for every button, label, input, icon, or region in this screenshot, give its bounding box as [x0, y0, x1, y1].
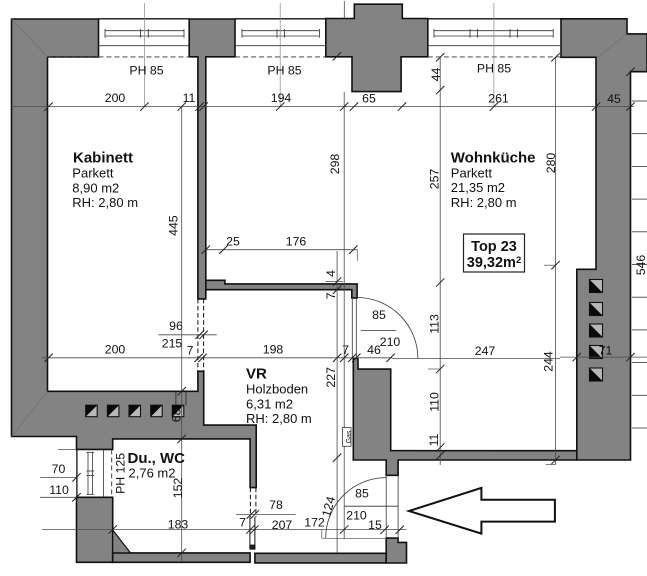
svg-text:210: 210 — [380, 335, 401, 349]
svg-text:65: 65 — [362, 91, 376, 105]
svg-text:4: 4 — [324, 270, 338, 277]
svg-text:227: 227 — [324, 367, 338, 388]
svg-text:11: 11 — [427, 433, 441, 446]
svg-text:2,76 m2: 2,76 m2 — [129, 466, 176, 481]
svg-text:172: 172 — [304, 516, 325, 530]
svg-text:244: 244 — [541, 351, 555, 372]
svg-text:207: 207 — [272, 518, 293, 532]
svg-text:200: 200 — [105, 91, 126, 105]
svg-text:7: 7 — [187, 344, 194, 358]
svg-text:546: 546 — [634, 255, 647, 276]
svg-text:85: 85 — [355, 487, 369, 501]
svg-text:RH: 2,80 m: RH: 2,80 m — [246, 411, 312, 426]
svg-text:11: 11 — [183, 91, 196, 105]
svg-text:RH: 2,80 m: RH: 2,80 m — [451, 195, 517, 210]
svg-text:Parkett: Parkett — [72, 166, 114, 181]
svg-text:PH 125: PH 125 — [114, 453, 128, 494]
svg-text:110: 110 — [49, 483, 69, 497]
svg-text:261: 261 — [488, 91, 509, 105]
svg-text:Wohnküche: Wohnküche — [451, 150, 536, 167]
svg-text:176: 176 — [286, 234, 307, 248]
svg-text:39,32m2: 39,32m2 — [467, 255, 521, 271]
svg-text:Top 23: Top 23 — [471, 239, 517, 255]
svg-text:44: 44 — [429, 68, 443, 82]
svg-text:21,35 m2: 21,35 m2 — [451, 180, 505, 195]
svg-text:298: 298 — [328, 154, 342, 175]
svg-text:25: 25 — [226, 234, 240, 248]
svg-text:124: 124 — [319, 495, 338, 519]
svg-text:445: 445 — [167, 215, 181, 236]
svg-text:VR: VR — [246, 366, 267, 383]
svg-text:247: 247 — [475, 344, 496, 358]
svg-text:257: 257 — [427, 169, 441, 190]
svg-text:113: 113 — [427, 314, 441, 334]
svg-text:PH 85: PH 85 — [477, 62, 511, 76]
svg-text:46: 46 — [367, 343, 381, 357]
svg-text:45: 45 — [607, 92, 621, 106]
svg-text:280: 280 — [544, 153, 558, 174]
svg-text:215: 215 — [162, 336, 183, 350]
svg-text:PH 85: PH 85 — [129, 64, 163, 78]
svg-text:15: 15 — [368, 518, 382, 532]
svg-text:7: 7 — [342, 343, 349, 357]
svg-text:7: 7 — [324, 292, 338, 299]
svg-text:RH: 2,80 m: RH: 2,80 m — [72, 195, 138, 210]
svg-text:71: 71 — [599, 344, 613, 358]
svg-text:Gas: Gas — [346, 430, 353, 443]
svg-text:152: 152 — [171, 478, 185, 499]
svg-text:96: 96 — [169, 319, 183, 333]
svg-text:70: 70 — [52, 462, 66, 476]
svg-text:194: 194 — [271, 91, 292, 105]
svg-text:PH 85: PH 85 — [267, 64, 301, 78]
svg-text:Du., WC: Du., WC — [128, 450, 186, 467]
svg-text:6,31 m2: 6,31 m2 — [246, 396, 293, 411]
svg-text:110: 110 — [427, 392, 441, 412]
svg-text:78: 78 — [269, 498, 283, 512]
svg-text:85: 85 — [372, 308, 386, 322]
svg-text:183: 183 — [168, 517, 189, 531]
svg-text:68: 68 — [170, 408, 184, 422]
svg-text:Parkett: Parkett — [451, 165, 493, 180]
svg-text:210: 210 — [346, 508, 367, 522]
svg-text:Kabinett: Kabinett — [73, 150, 133, 167]
svg-text:7: 7 — [239, 516, 246, 530]
svg-text:Holzboden: Holzboden — [246, 382, 308, 397]
svg-text:200: 200 — [105, 343, 126, 357]
svg-text:198: 198 — [263, 343, 284, 357]
svg-text:8,90 m2: 8,90 m2 — [72, 180, 119, 195]
